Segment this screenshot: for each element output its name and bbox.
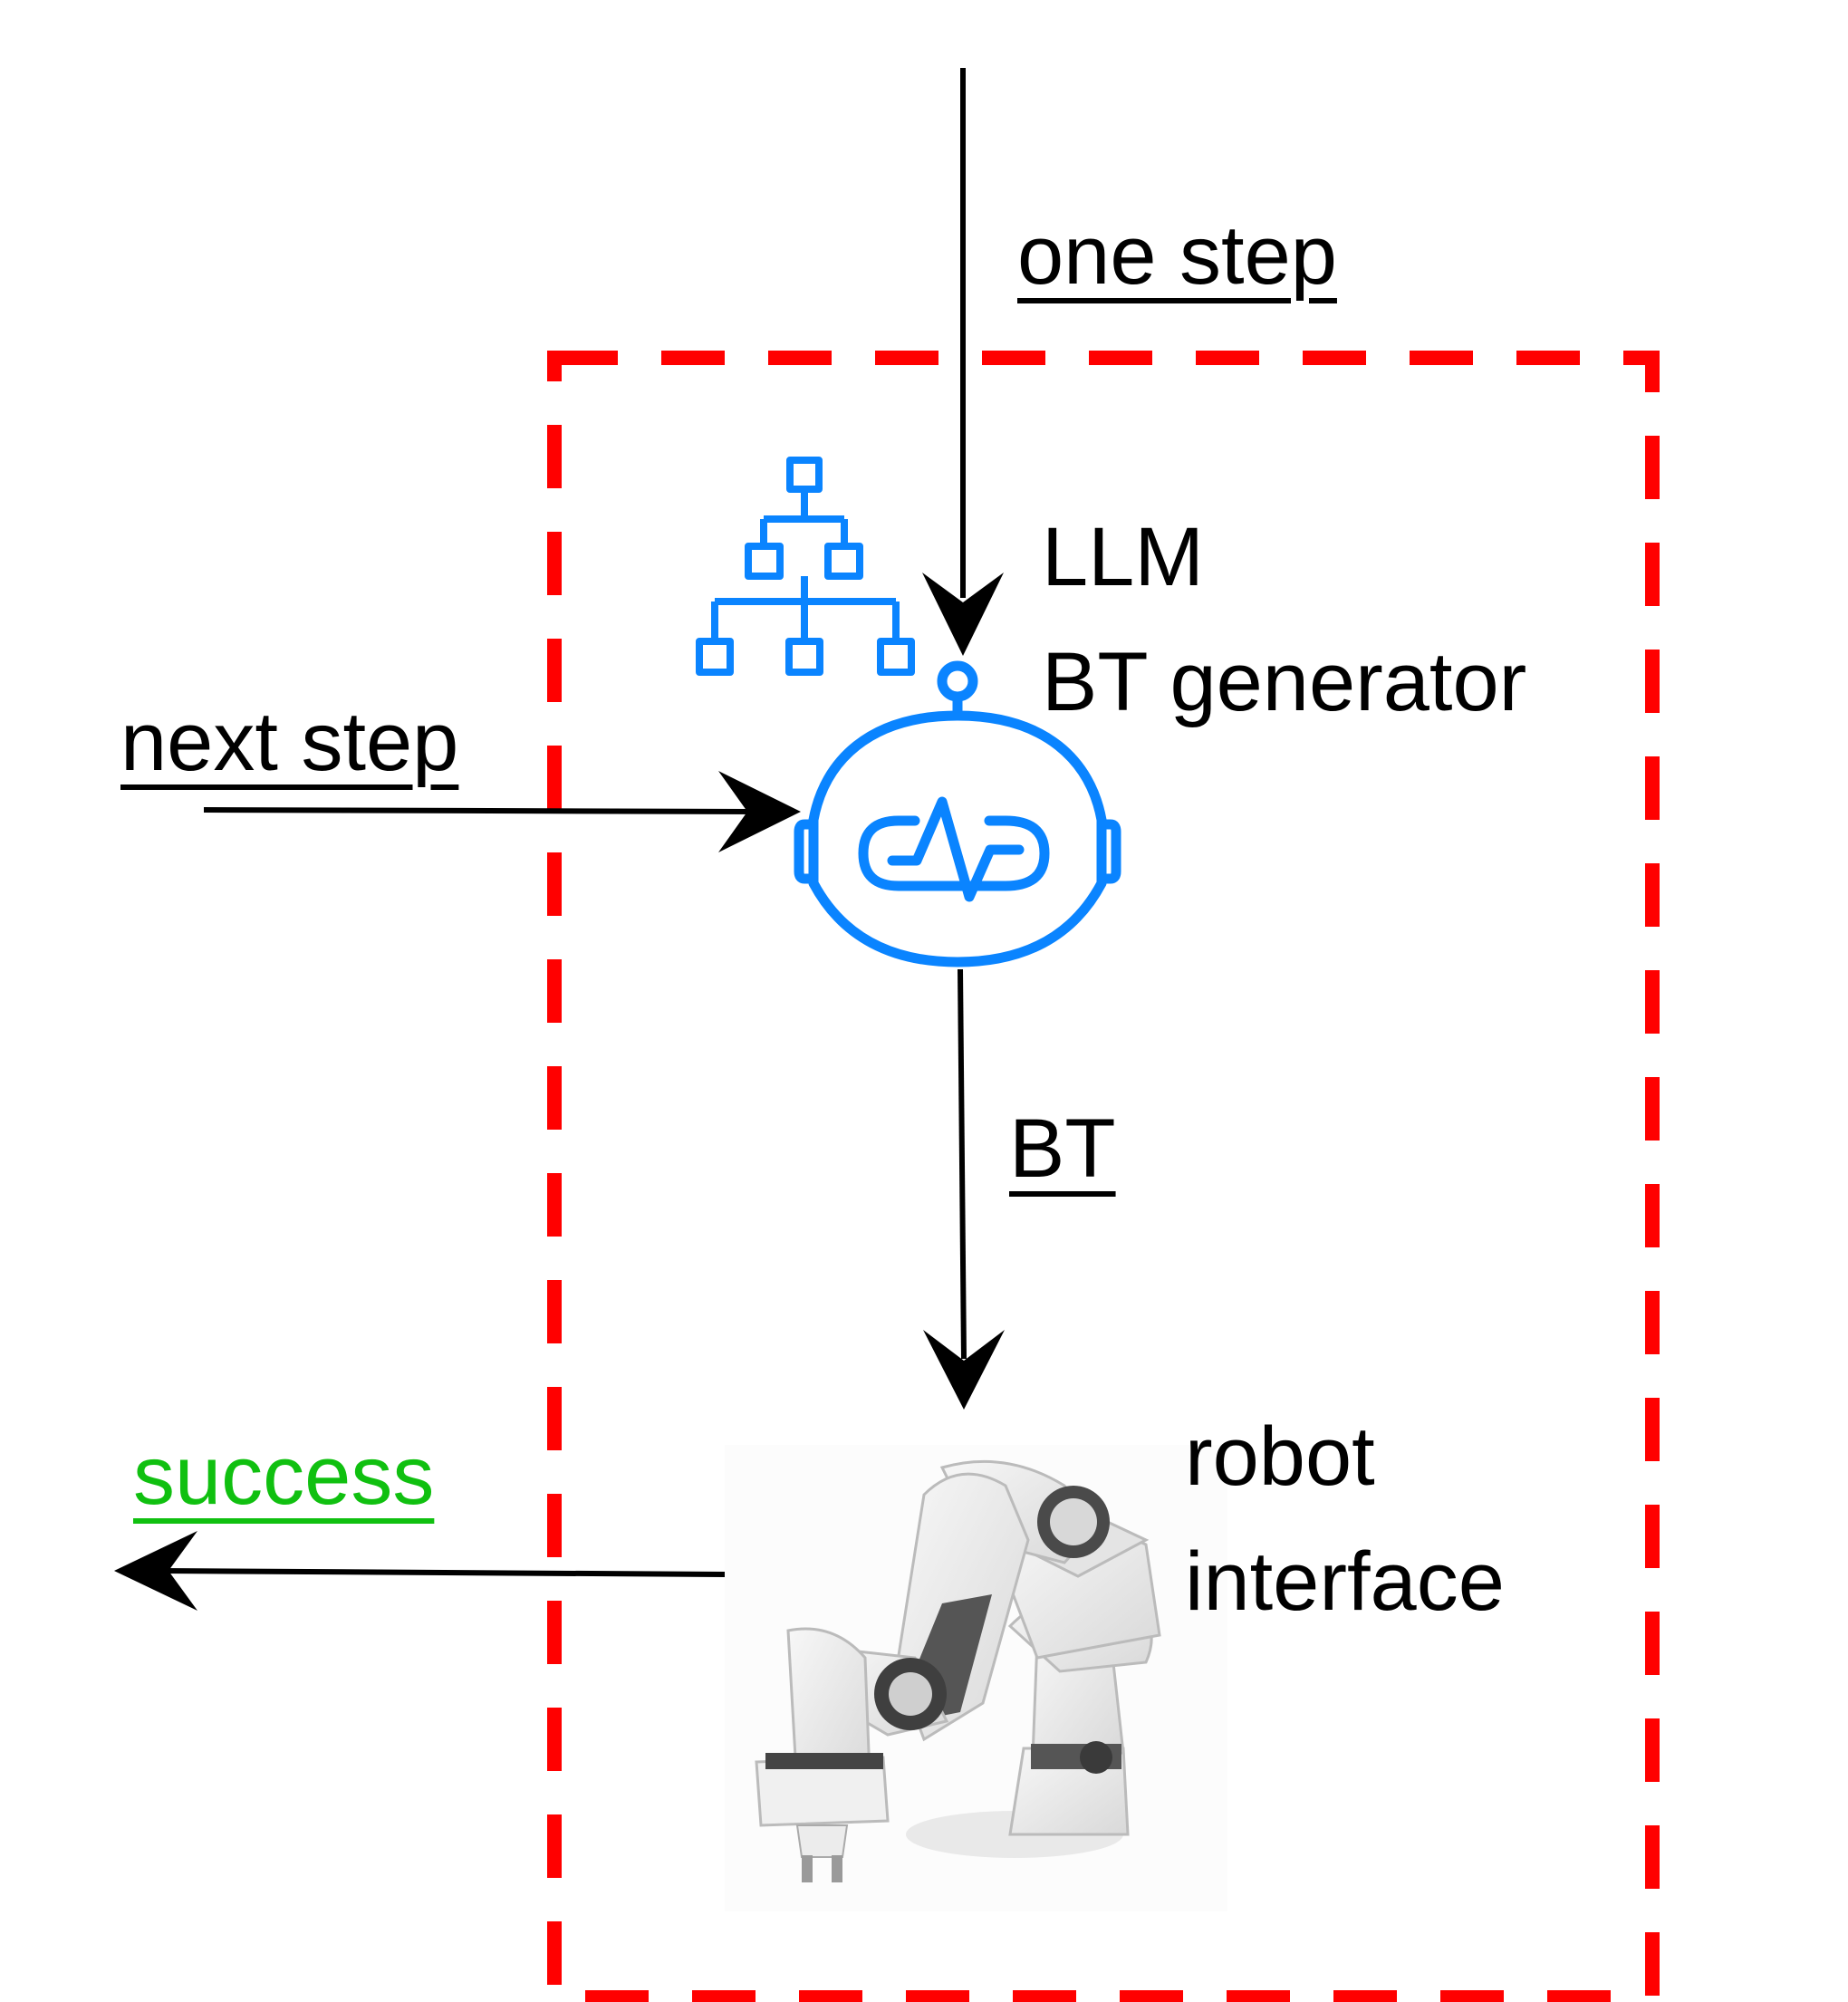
robot-label-line1: robot: [1185, 1410, 1375, 1503]
hierarchy-tree-icon: [696, 457, 915, 676]
llm-bt-generator-label: LLM BT generator: [1042, 495, 1526, 745]
robot-interface-label: robot interface: [1185, 1394, 1505, 1644]
robot-label-line2: interface: [1185, 1535, 1505, 1628]
arrow-bt: [923, 968, 1005, 1410]
arrow-next-step: [203, 771, 801, 852]
system-boundary: [547, 351, 1660, 2002]
robot-arm-image: [725, 1445, 1227, 1911]
label-success: success: [133, 1429, 435, 1522]
label-bt: BT: [1009, 1102, 1116, 1195]
label-one-step: one step: [1017, 209, 1337, 302]
llm-label-line1: LLM: [1042, 511, 1204, 603]
arrow-one-step: [922, 68, 1004, 656]
arrow-success: [114, 1531, 726, 1611]
robot-head-icon: [794, 660, 1121, 967]
label-next-step: next step: [120, 696, 459, 788]
llm-label-line2: BT generator: [1042, 636, 1527, 728]
